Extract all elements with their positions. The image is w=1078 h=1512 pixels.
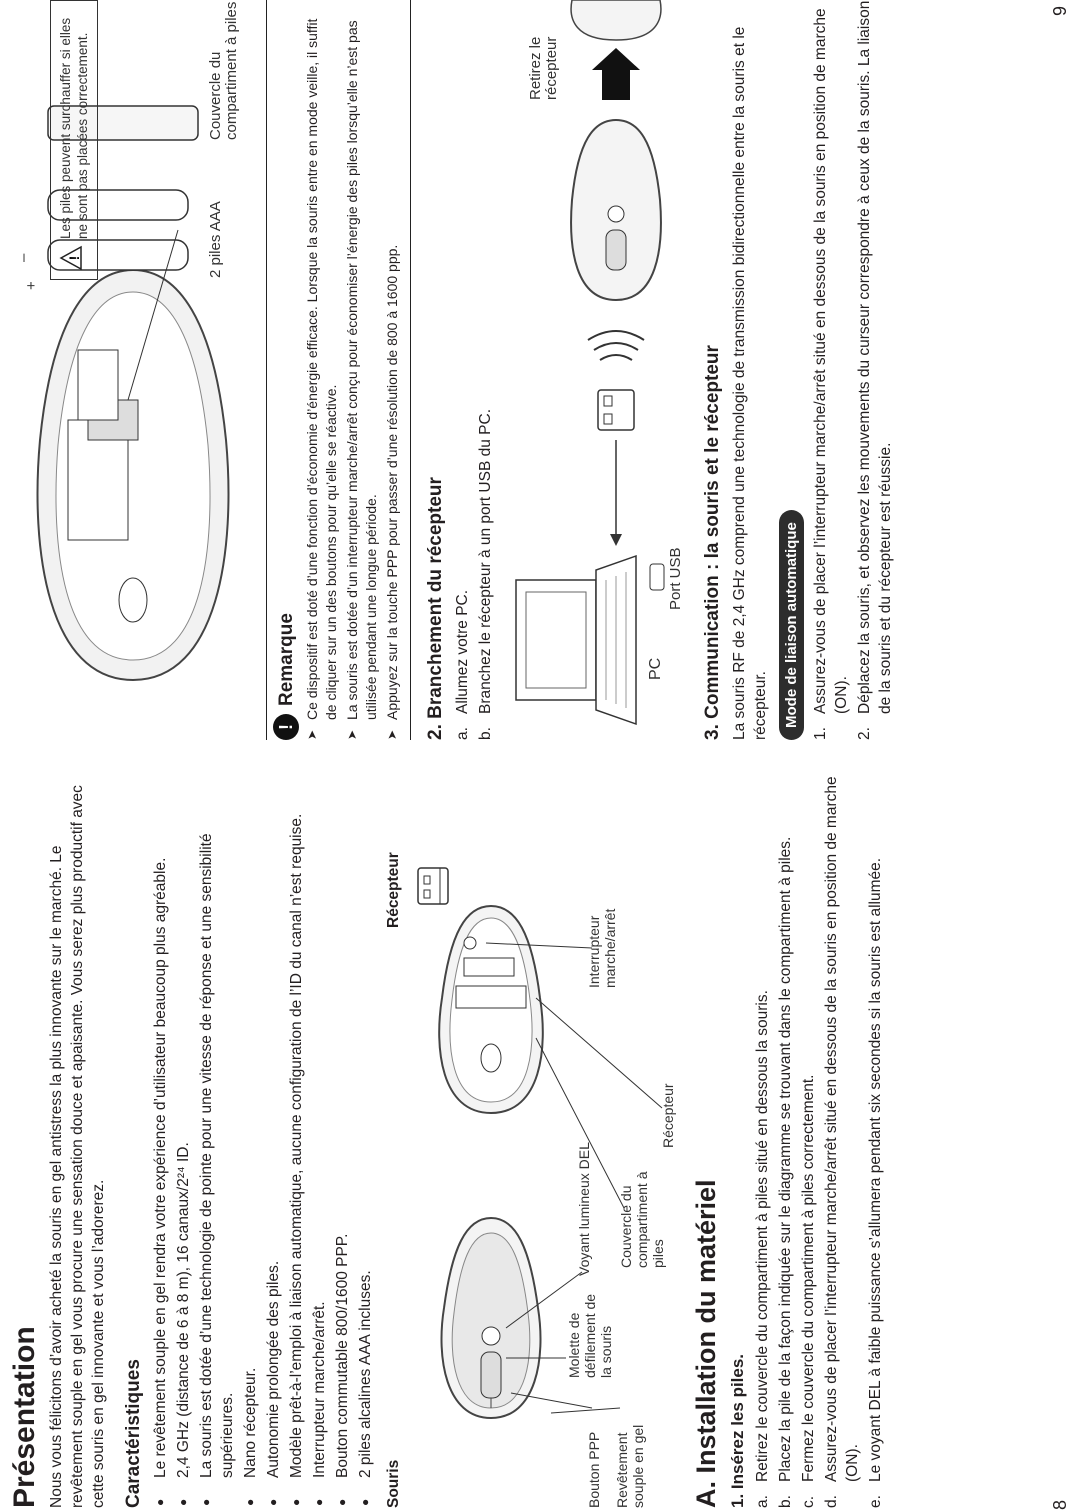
- step-item: a. Allumez votre PC.: [452, 0, 473, 740]
- step-item: b. Placez la pile de la façon indiquée su…: [775, 764, 796, 1508]
- step-marker: 1.: [812, 727, 829, 740]
- battery-warning-note: ! Les piles peuvent surchauffer si elles…: [50, 0, 98, 280]
- battery-illustration: [36, 105, 230, 682]
- step-item: 1. Assurez-vous de placer l’interrupteur …: [810, 0, 852, 740]
- remark-item: La souris est dotée d’un interrupteur ma…: [343, 0, 381, 740]
- step-item: 2. Déplacez la souris, et observez les mo…: [854, 0, 896, 740]
- page-number-left: 8: [1050, 1499, 1070, 1510]
- presentation-title: Présentation: [8, 1326, 41, 1508]
- connection-diagram: PC Port USB Retirez le récepteur: [498, 0, 688, 740]
- callout-leader-lines: [485, 942, 663, 1414]
- step-marker: a.: [754, 1495, 771, 1508]
- step-item: a. Retirez le couvercle du compartiment à…: [752, 764, 773, 1508]
- feature-item: La souris est dotée d’une technologie de…: [196, 764, 238, 1508]
- remark-box: ! Remarque Ce dispositif est doté d’une …: [266, 0, 411, 740]
- page-number-right: 9: [1050, 5, 1070, 16]
- connection-illustration: [515, 0, 665, 726]
- step-marker: e.: [867, 1495, 884, 1508]
- battery-warning-text: Les piles peuvent surchauffer si elles n…: [58, 17, 90, 239]
- plus-marker: +: [23, 281, 40, 290]
- product-diagram: Souris Récepteur: [385, 764, 696, 1508]
- step-marker: 2.: [856, 727, 873, 740]
- step-text: Le voyant DEL à faible puissance s’allum…: [867, 857, 884, 1482]
- warning-triangle-icon: !: [59, 245, 82, 271]
- insert-batteries-steps: a. Retirez le couvercle du compartiment à…: [752, 764, 886, 1508]
- communication-heading: 3. Communication : la souris et le récep…: [702, 345, 723, 740]
- step-text: Assurez-vous de placer l’interrupteur ma…: [812, 8, 850, 714]
- step-marker: c.: [800, 1495, 817, 1508]
- step-item: e. Le voyant DEL à faible puissance s’all…: [865, 764, 886, 1508]
- feature-item: Le revêtement souple en gel rendra votre…: [150, 764, 171, 1508]
- step-marker: a.: [454, 727, 471, 740]
- features-list: Le revêtement souple en gel rendra votre…: [150, 764, 376, 1508]
- batteries-label: 2 piles AAA: [207, 201, 224, 278]
- intro-paragraph: Nous vous félicitons d’avoir acheté la s…: [48, 785, 107, 1508]
- step-item: c. Fermez le couvercle du compartiment à …: [798, 764, 819, 1508]
- feature-item: 2,4 GHz (distance de 6 à 8 m), 16 canaux…: [173, 764, 194, 1508]
- step-text: Assurez-vous de placer l’interrupteur ma…: [823, 776, 861, 1482]
- step-item: b. Branchez le récepteur à un port USB du…: [475, 0, 496, 740]
- insert-batteries-heading: 1. Insérez les piles.: [728, 1353, 747, 1508]
- feature-item: Modèle prêt-à-l’emploi à liaison automat…: [286, 764, 307, 1508]
- remark-title: Remarque: [275, 613, 297, 706]
- mouse-bottom-view: [438, 904, 544, 1115]
- remark-list: Ce dispositif est doté d’une fonction d’…: [303, 0, 402, 740]
- exclamation-icon: !: [273, 714, 299, 740]
- usb-receiver-icon: [417, 867, 449, 905]
- feature-item: Nano récepteur.: [240, 764, 261, 1508]
- step-item: d. Assurez-vous de placer l’interrupteur …: [821, 764, 863, 1508]
- step-text: Branchez le récepteur à un port USB du P…: [477, 409, 494, 714]
- step-text: Placez la pile de la façon indiquée sur …: [777, 836, 794, 1482]
- remark-item: Ce dispositif est doté d’une fonction d’…: [303, 0, 341, 740]
- svg-text:!: !: [66, 256, 82, 261]
- pc-label: PC: [647, 657, 664, 680]
- remark-header: ! Remarque: [273, 0, 299, 740]
- communication-intro: La souris RF de 2,4 GHz comprend une tec…: [731, 26, 769, 740]
- step-text: Allumez votre PC.: [454, 589, 471, 714]
- step-marker: b.: [477, 727, 494, 740]
- step-marker: d.: [823, 1495, 840, 1508]
- feature-item: 2 piles alcalines AAA incluses.: [355, 764, 376, 1508]
- left-page: Présentation Nous vous félicitons d’avoi…: [8, 764, 888, 1508]
- auto-link-mode-badge: Mode de liaison automatique: [779, 510, 804, 740]
- step-text: Fermez le couvercle du compartiment à pi…: [800, 1074, 817, 1482]
- communication-steps: 1. Assurez-vous de placer l’interrupteur …: [810, 0, 896, 740]
- right-page: + – 2 piles AAA Couvercle du compartimen…: [8, 0, 898, 740]
- connect-receiver-heading: 2. Branchement du récepteur: [425, 477, 446, 740]
- feature-item: Autonomie prolongée des piles.: [263, 764, 284, 1508]
- remove-receiver-label: Retirez le récepteur: [527, 36, 560, 100]
- mouse-top-view: [440, 1216, 542, 1420]
- cover-label: Couvercle du compartiment à piles: [207, 1, 240, 140]
- feature-item: Bouton commutable 800/1600 PPP.: [332, 764, 353, 1508]
- minus-marker: –: [15, 253, 32, 262]
- connect-steps: a. Allumez votre PC. b. Branchez le récept…: [452, 0, 496, 740]
- step-text: Déplacez la souris, et observez les mouv…: [856, 0, 894, 714]
- installation-heading: A. Installation du matériel: [691, 1179, 721, 1508]
- features-heading: Caractéristiques: [123, 1359, 144, 1508]
- step-marker: b.: [777, 1495, 794, 1508]
- remark-item: Appuyez sur la touche PPP pour passer d’…: [383, 0, 402, 740]
- feature-item: Interrupteur marche/arrêt.: [309, 764, 330, 1508]
- usb-port-label: Port USB: [667, 547, 684, 610]
- battery-diagram: + – 2 piles AAA Couvercle du compartimen…: [8, 0, 258, 740]
- step-text: Retirez le couvercle du compartiment à p…: [754, 990, 771, 1482]
